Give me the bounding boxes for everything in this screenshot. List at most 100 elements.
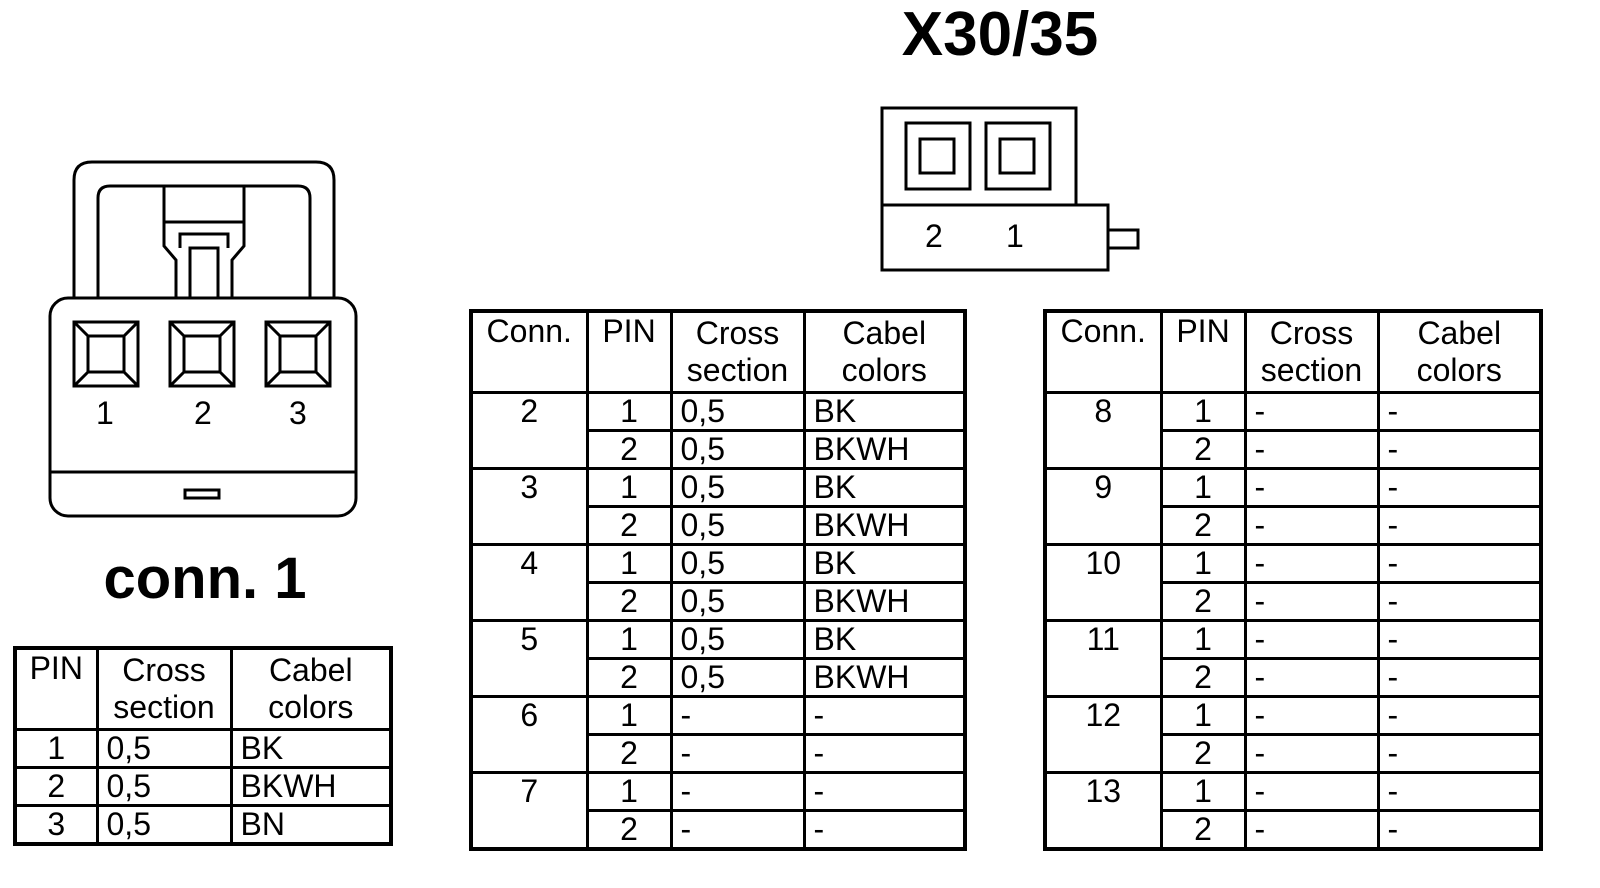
cable-color-cell: BK <box>802 467 967 508</box>
cross-section-cell: - <box>1243 619 1380 660</box>
table-row: 2-- <box>1045 733 1543 774</box>
cross-section-cell: 0,5 <box>669 429 806 470</box>
cross-section-cell: - <box>1243 391 1380 432</box>
pin-cell: 2 <box>1159 657 1247 698</box>
conn-cell: 12 <box>1043 695 1163 774</box>
cross-section-cell: - <box>1243 581 1380 622</box>
header-conn: Conn. <box>1043 309 1163 394</box>
x30-connector-drawing <box>880 106 1140 272</box>
cable-color-cell: - <box>1376 695 1543 736</box>
conn-cell: 2 <box>469 391 589 470</box>
pin-cell: 1 <box>1159 619 1247 660</box>
header-pin: PIN <box>13 646 99 731</box>
table-row: 3 0,5 BN <box>13 804 393 846</box>
cross-section-cell: 0,5 <box>669 581 806 622</box>
pin-cell: 2 <box>1159 429 1247 470</box>
conn1-pin-label: 2 <box>194 395 212 431</box>
pin-cell: 1 <box>585 619 673 660</box>
pin-cell: 2 <box>1159 505 1247 546</box>
cable-color-cell: - <box>802 771 967 812</box>
table-row: 2-- <box>1045 657 1543 698</box>
cable-color-cell: - <box>1376 505 1543 546</box>
x30-pin-label: 2 <box>925 218 943 254</box>
pin-cell: 1 <box>1159 771 1247 812</box>
cable-color-cell: - <box>1376 467 1543 508</box>
cross-section-cell: - <box>1243 695 1380 736</box>
cross-section-cell: 0,5 <box>669 391 806 432</box>
cable-color-cell: BKWH <box>229 766 393 807</box>
table-row: 2-- <box>1045 429 1543 470</box>
conn1-pin-cavities <box>72 320 332 388</box>
cross-section-cell: - <box>1243 657 1380 698</box>
cable-color-cell: - <box>1376 391 1543 432</box>
conn-cell: 4 <box>469 543 589 622</box>
header-conn: Conn. <box>469 309 589 394</box>
cable-color-cell: BKWH <box>802 581 967 622</box>
cable-color-cell: - <box>1376 657 1543 698</box>
pin-cell: 2 <box>585 733 673 774</box>
cross-section-cell: - <box>669 733 806 774</box>
conn-cell: 9 <box>1043 467 1163 546</box>
conn1-title: conn. 1 <box>103 546 307 611</box>
cross-section-cell: - <box>1243 771 1380 812</box>
cross-section-cell: - <box>669 809 806 851</box>
conn-cell: 10 <box>1043 543 1163 622</box>
conn1-pin-label: 3 <box>289 395 307 431</box>
pin-cell: 1 <box>585 771 673 812</box>
cross-section-cell: 0,5 <box>669 543 806 584</box>
table-row: 2 0,5 BKWH <box>13 766 393 807</box>
cross-section-cell: 0,5 <box>95 766 233 807</box>
cable-color-cell: - <box>802 695 967 736</box>
pin-cell: 1 <box>585 467 673 508</box>
cable-color-cell: - <box>1376 771 1543 812</box>
conn-cell: 6 <box>469 695 589 774</box>
cross-section-cell: 0,5 <box>95 804 233 846</box>
pin-cell: 2 <box>585 657 673 698</box>
pin-cell: 1 <box>585 543 673 584</box>
pin-cell: 2 <box>13 766 99 807</box>
cross-section-cell: - <box>1243 429 1380 470</box>
pin-cell: 3 <box>13 804 99 846</box>
table-row: 2-- <box>471 809 967 851</box>
cross-section-cell: 0,5 <box>669 619 806 660</box>
cable-color-cell: - <box>1376 809 1543 851</box>
conn-cell: 3 <box>469 467 589 546</box>
pin-cell: 2 <box>585 429 673 470</box>
cross-section-cell: - <box>669 695 806 736</box>
table-row: 2-- <box>1045 505 1543 546</box>
cable-color-cell: - <box>1376 429 1543 470</box>
conn-cell: 11 <box>1043 619 1163 698</box>
conn1-pin-label: 1 <box>96 395 114 431</box>
pin-cell: 2 <box>585 505 673 546</box>
cable-color-cell: BKWH <box>802 429 967 470</box>
conn-cell: 8 <box>1043 391 1163 470</box>
cable-color-cell: BKWH <box>802 505 967 546</box>
cable-color-cell: BK <box>802 543 967 584</box>
x30-title: X30/35 <box>901 0 1099 69</box>
cable-color-cell: BK <box>802 391 967 432</box>
pin-cell: 2 <box>1159 733 1247 774</box>
x30-pin-label: 1 <box>1006 218 1024 254</box>
table-row: 2-- <box>1045 581 1543 622</box>
cable-color-cell: BN <box>229 804 393 846</box>
pin-cell: 1 <box>1159 695 1247 736</box>
cross-section-cell: - <box>1243 505 1380 546</box>
